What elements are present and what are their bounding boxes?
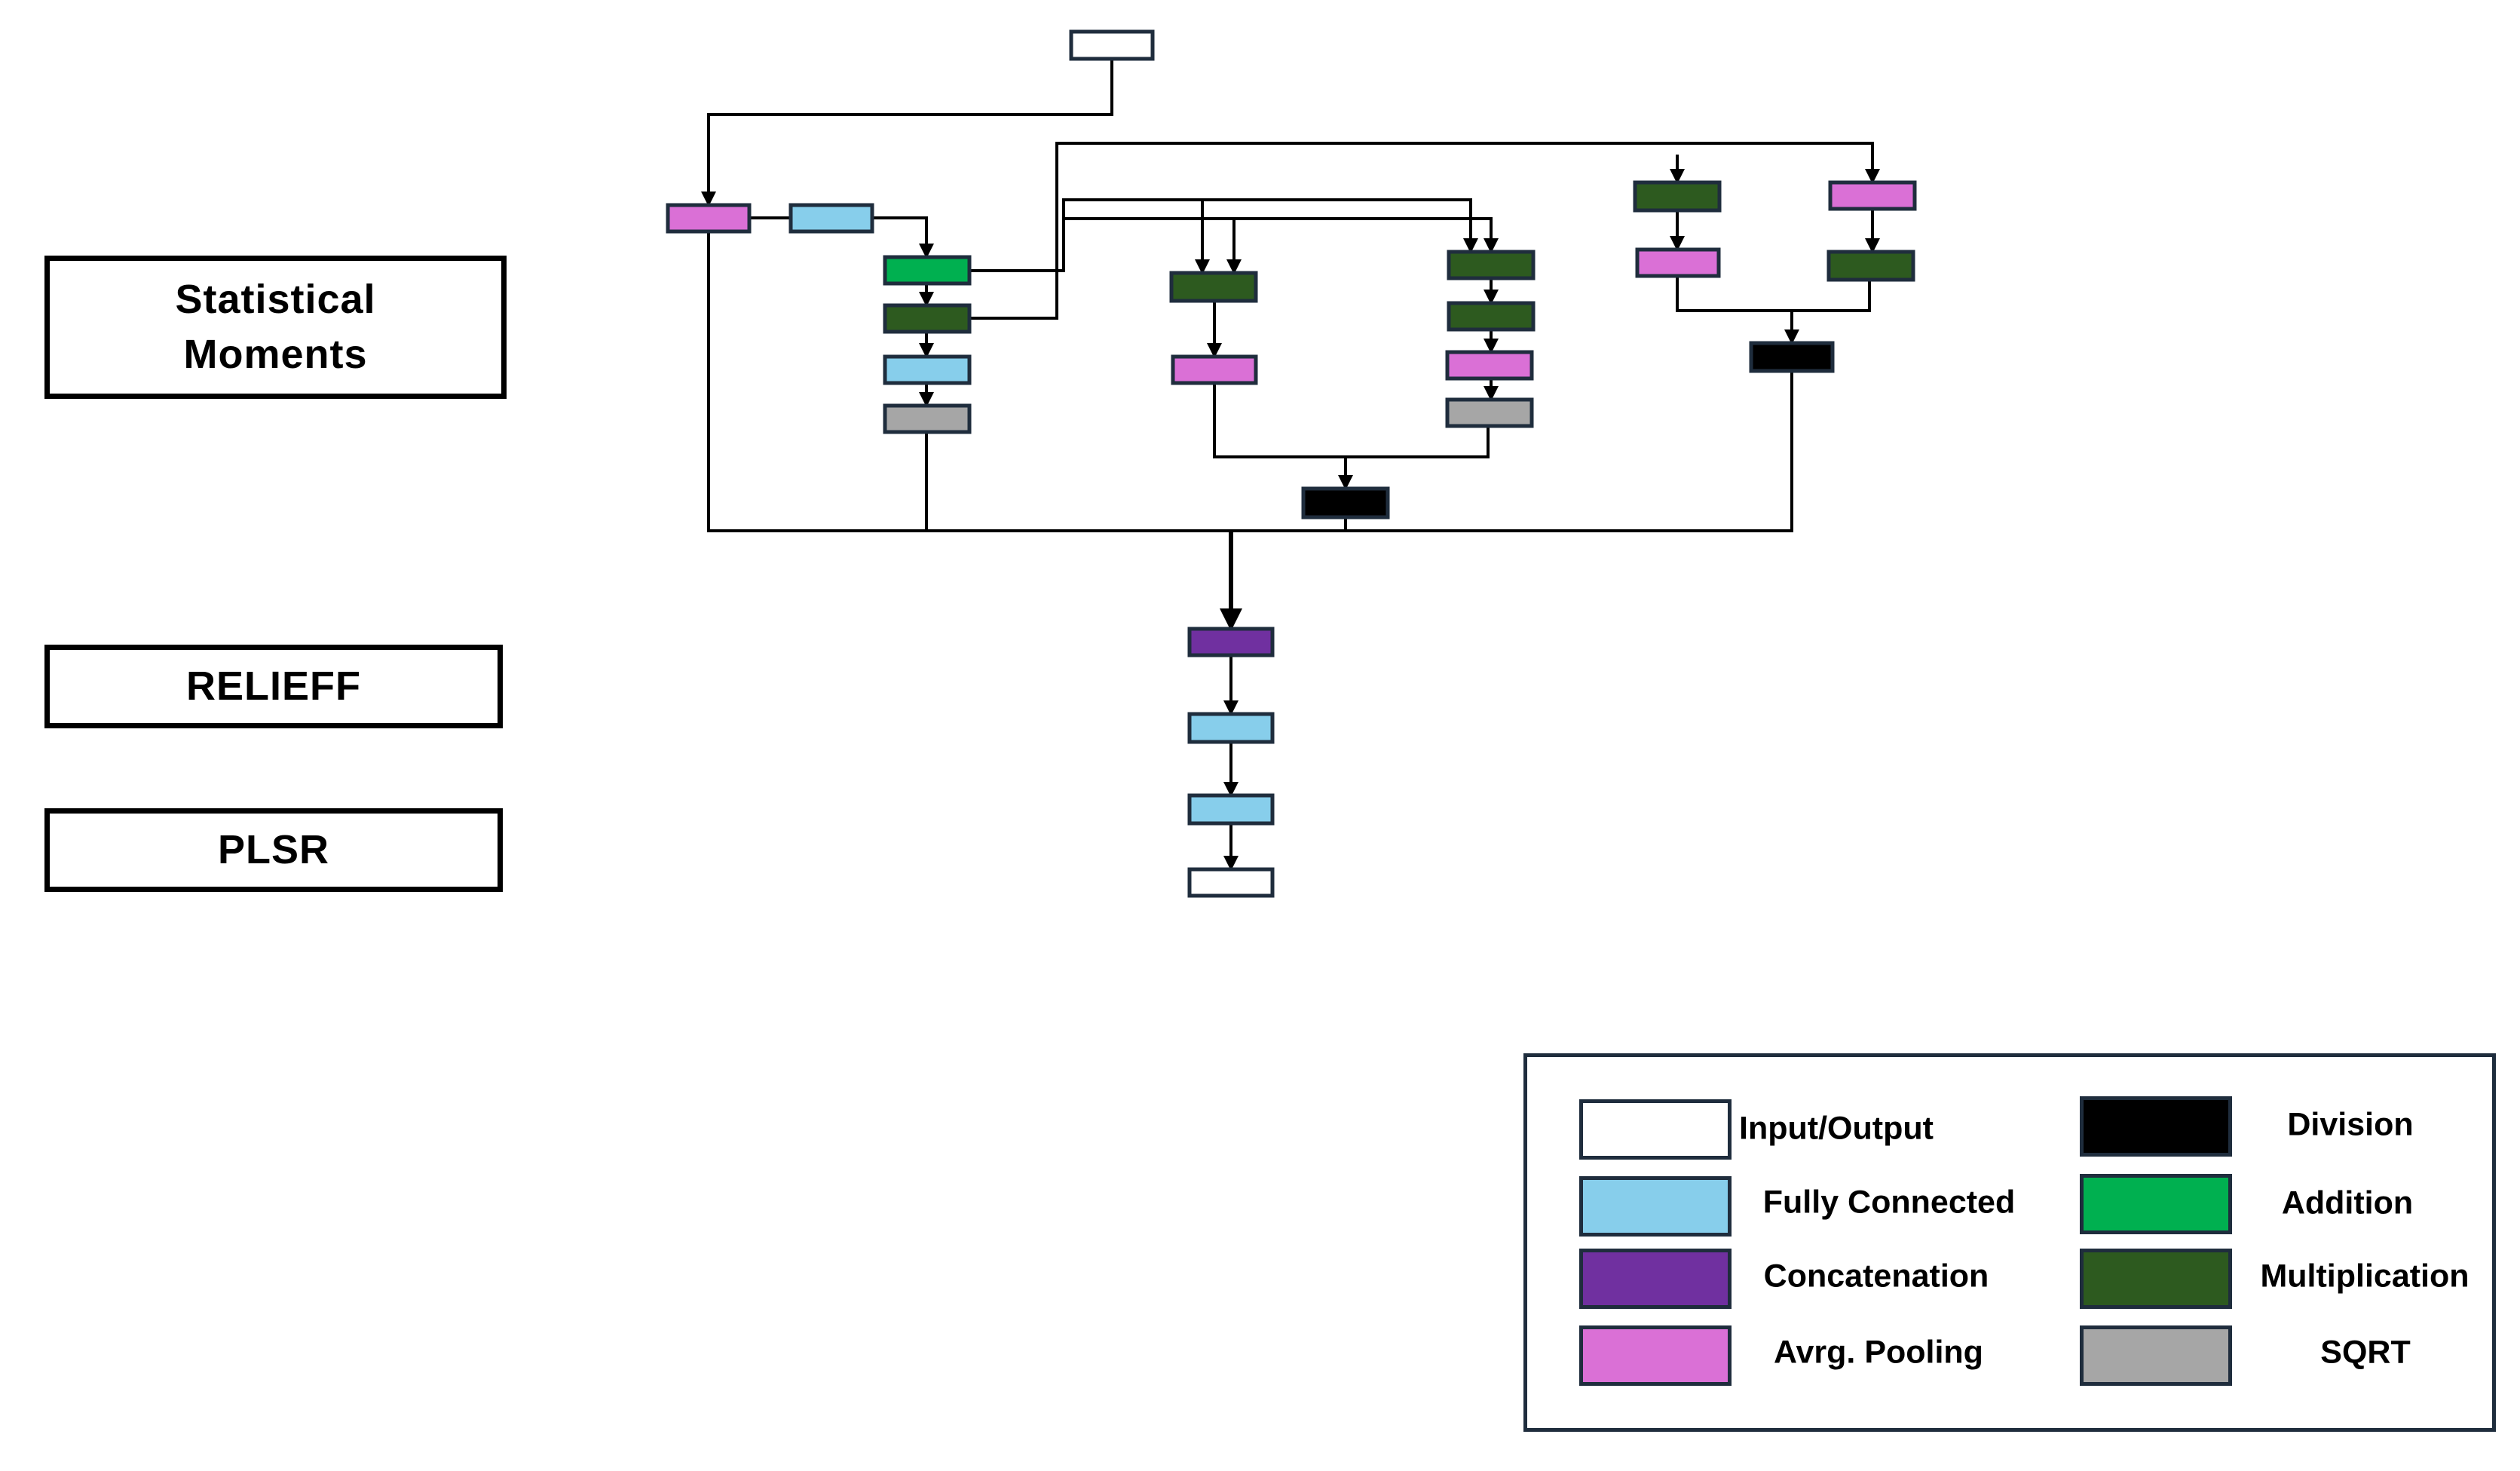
legend-label-input-output: Input/Output: [1739, 1110, 1934, 1147]
edge-22: [707, 231, 1793, 532]
node-div-2: [1749, 341, 1835, 373]
legend-swatch-concatenation: [1579, 1249, 1732, 1309]
legend-label-avg-pooling: Avrg. Pooling: [1774, 1334, 1983, 1371]
legend-label-concatenation: Concatenation: [1763, 1258, 1989, 1295]
relieff-label: RELIEFF: [186, 663, 361, 709]
legend-label-multiplication: Multiplication: [2260, 1258, 2469, 1295]
connection-lines: [701, 59, 1880, 871]
edge-8: [969, 142, 1880, 320]
node-pool-a: [666, 203, 752, 234]
node-fc-c: [1187, 712, 1275, 744]
node-div-1: [1301, 486, 1390, 519]
node-concat: [1187, 627, 1275, 657]
edge-16: [1213, 383, 1490, 458]
statistical-moments-label-line1: Statistical: [175, 277, 376, 323]
node-sqrt-2: [1445, 397, 1534, 428]
node-mul-1: [883, 303, 972, 334]
legend-swatch-input-output: [1579, 1099, 1732, 1160]
edge-6: [969, 198, 1478, 272]
node-output: [1187, 867, 1275, 898]
edge-10: [1064, 217, 1499, 253]
node-fc-b: [883, 354, 972, 385]
legend-swatch-sqrt: [2080, 1325, 2232, 1386]
node-pool-d: [1635, 247, 1721, 278]
node-fc-d: [1187, 793, 1275, 826]
edge-7: [1064, 198, 1210, 274]
plsr-label: PLSR: [217, 827, 330, 873]
edge-9: [1064, 217, 1242, 274]
legend-label-sqrt: SQRT: [2320, 1334, 2411, 1371]
node-fc-a: [788, 203, 874, 234]
legend-label-addition: Addition: [2281, 1184, 2414, 1221]
node-mul-4: [1447, 301, 1536, 332]
node-mul-5: [1633, 180, 1722, 213]
node-sqrt-1: [883, 403, 972, 434]
legend-swatch-addition: [2080, 1174, 2232, 1234]
legend-swatch-division: [2080, 1096, 2232, 1157]
node-add-1: [883, 255, 972, 286]
edge-0: [701, 59, 1113, 207]
node-pool-c: [1445, 350, 1534, 381]
legend-swatch-fully-connected: [1579, 1176, 1732, 1237]
node-mul-3: [1447, 250, 1536, 280]
edge-2: [872, 216, 934, 259]
legend-label-division: Division: [2287, 1106, 2414, 1143]
legend-swatch-multiplication: [2080, 1249, 2232, 1309]
node-input: [1069, 29, 1155, 61]
layer-nodes: [666, 29, 1917, 898]
relieff-box: RELIEFF: [44, 645, 503, 728]
legend-label-fully-connected: Fully Connected: [1762, 1184, 2016, 1221]
legend-swatch-avg-pooling: [1579, 1325, 1732, 1386]
statistical-moments-box: Statistical Moments: [44, 256, 507, 399]
node-pool-b: [1171, 354, 1258, 385]
node-mul-6: [1826, 250, 1915, 282]
plsr-box: PLSR: [44, 808, 503, 892]
edge-20: [1676, 276, 1871, 312]
node-mul-2: [1169, 271, 1258, 303]
statistical-moments-label-line2: Moments: [183, 332, 368, 377]
node-pool-e: [1828, 180, 1917, 211]
